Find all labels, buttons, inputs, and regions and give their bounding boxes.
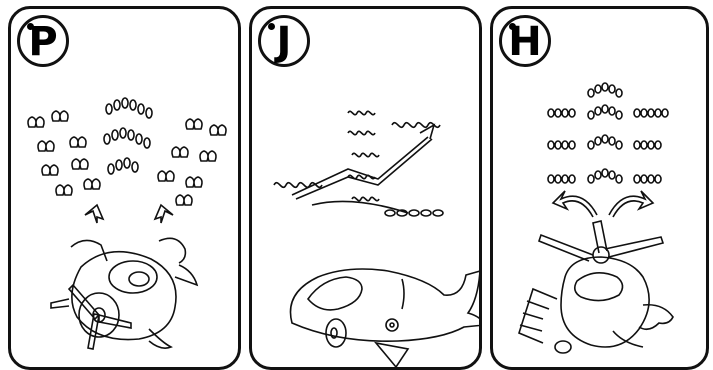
ovals-center: [104, 98, 152, 174]
oval-rows: [548, 83, 668, 183]
zigzag-path: [292, 137, 428, 195]
curved-arrow-left: [553, 191, 597, 217]
helicopter-scene: [493, 9, 706, 367]
zigzag-path-2: [296, 139, 432, 199]
jet-plane-drawing: [290, 269, 479, 367]
footprints-left: [28, 111, 100, 195]
card-jet[interactable]: J: [249, 6, 482, 370]
card-helicopter[interactable]: H: [490, 6, 709, 370]
arrow-left: [85, 205, 103, 223]
cluster-tracks: [274, 111, 443, 216]
arrow-right: [155, 205, 173, 223]
curved-arrow-right: [609, 191, 653, 217]
propeller-scene: [11, 9, 238, 367]
card-propeller[interactable]: P: [8, 6, 241, 370]
footprints-right: [158, 119, 226, 205]
jet-scene: [252, 9, 479, 367]
helicopter-drawing: [519, 221, 673, 353]
propeller-plane-drawing: [51, 238, 197, 349]
